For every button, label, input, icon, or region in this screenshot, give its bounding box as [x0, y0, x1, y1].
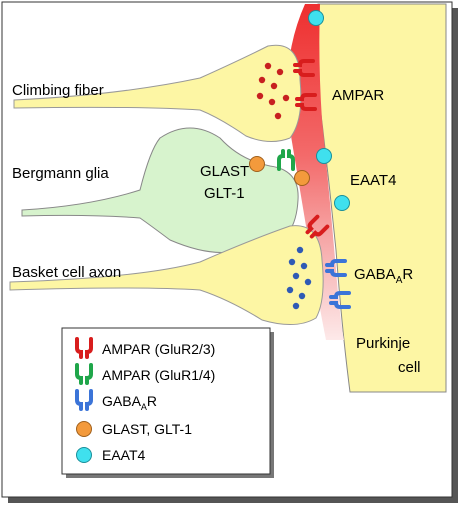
label-eaat4: EAAT4	[350, 172, 396, 189]
label-gabaar: GABAAR	[354, 266, 413, 286]
synaptic-cleft	[287, 4, 344, 340]
climbing-fiber-terminal	[13, 44, 302, 142]
label-purkinje-line1: Purkinje	[356, 335, 410, 352]
basket-cell-vesicles	[286, 246, 312, 310]
legend-icon-eaat4	[76, 447, 92, 463]
label-climbing-fiber: Climbing fiber	[12, 82, 104, 99]
label-bergmann-glia: Bergmann glia	[12, 165, 109, 182]
climbing-fiber-vesicles	[256, 62, 290, 120]
legend-icon-glast	[76, 421, 92, 437]
label-glast: GLAST	[200, 163, 249, 180]
legend-eaat4: EAAT4	[102, 447, 146, 463]
legend-gabaar: GABAAR	[102, 393, 157, 412]
glast-transporters	[249, 156, 310, 186]
legend-glast-glt1: GLAST, GLT-1	[102, 421, 192, 437]
label-purkinje-line2: cell	[398, 359, 421, 376]
legend-ampar-2-3: AMPAR (GluR2/3)	[102, 341, 215, 357]
label-basket-cell-axon: Basket cell axon	[12, 264, 121, 281]
eaat4-transporters	[308, 10, 350, 211]
legend-ampar-1-4: AMPAR (GluR1/4)	[102, 367, 215, 383]
label-glt1: GLT-1	[204, 185, 245, 202]
label-ampar: AMPAR	[332, 87, 384, 104]
basket-cell-terminal	[9, 225, 324, 325]
legend-box	[61, 327, 271, 475]
